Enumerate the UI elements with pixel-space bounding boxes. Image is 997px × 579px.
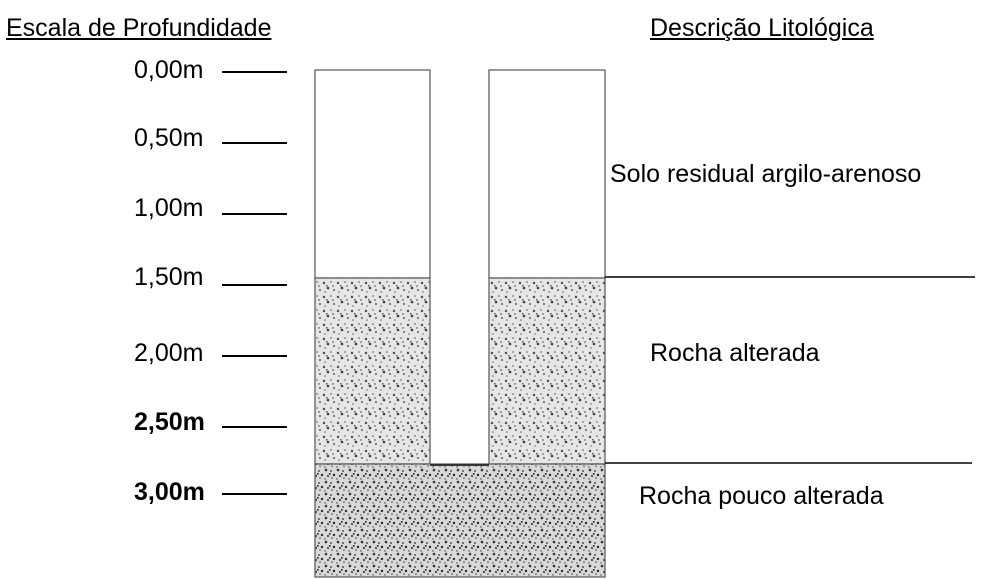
- depth-label-2-50: 2,50m: [134, 408, 205, 436]
- depth-label-3-00: 3,00m: [134, 478, 205, 506]
- layer-label-rocha-alterada: Rocha alterada: [650, 339, 820, 367]
- left-column-rocha-alterada: [314, 277, 431, 465]
- depth-ticks: [222, 71, 287, 495]
- depth-label-1-00: 1,00m: [134, 194, 204, 222]
- lithology-heading: Descrição Litológica: [650, 14, 874, 42]
- left-column-solo-residual: [314, 69, 431, 279]
- right-column-rocha-alterada: [488, 277, 606, 465]
- depth-label-0-00: 0,00m: [134, 56, 204, 84]
- depth-scale-heading: Escala de Profundidade: [6, 14, 272, 42]
- depth-label-1-50: 1,50m: [134, 263, 204, 291]
- layer-label-solo-residual: Solo residual argilo-arenoso: [610, 160, 922, 188]
- right-column-solo-residual: [488, 69, 606, 279]
- depth-label-2-00: 2,00m: [134, 339, 204, 367]
- depth-label-0-50: 0,50m: [134, 124, 204, 152]
- layer-label-rocha-pouco-alterada: Rocha pouco alterada: [639, 482, 884, 510]
- bottom-block-rocha-pouco-alterada: [314, 463, 606, 578]
